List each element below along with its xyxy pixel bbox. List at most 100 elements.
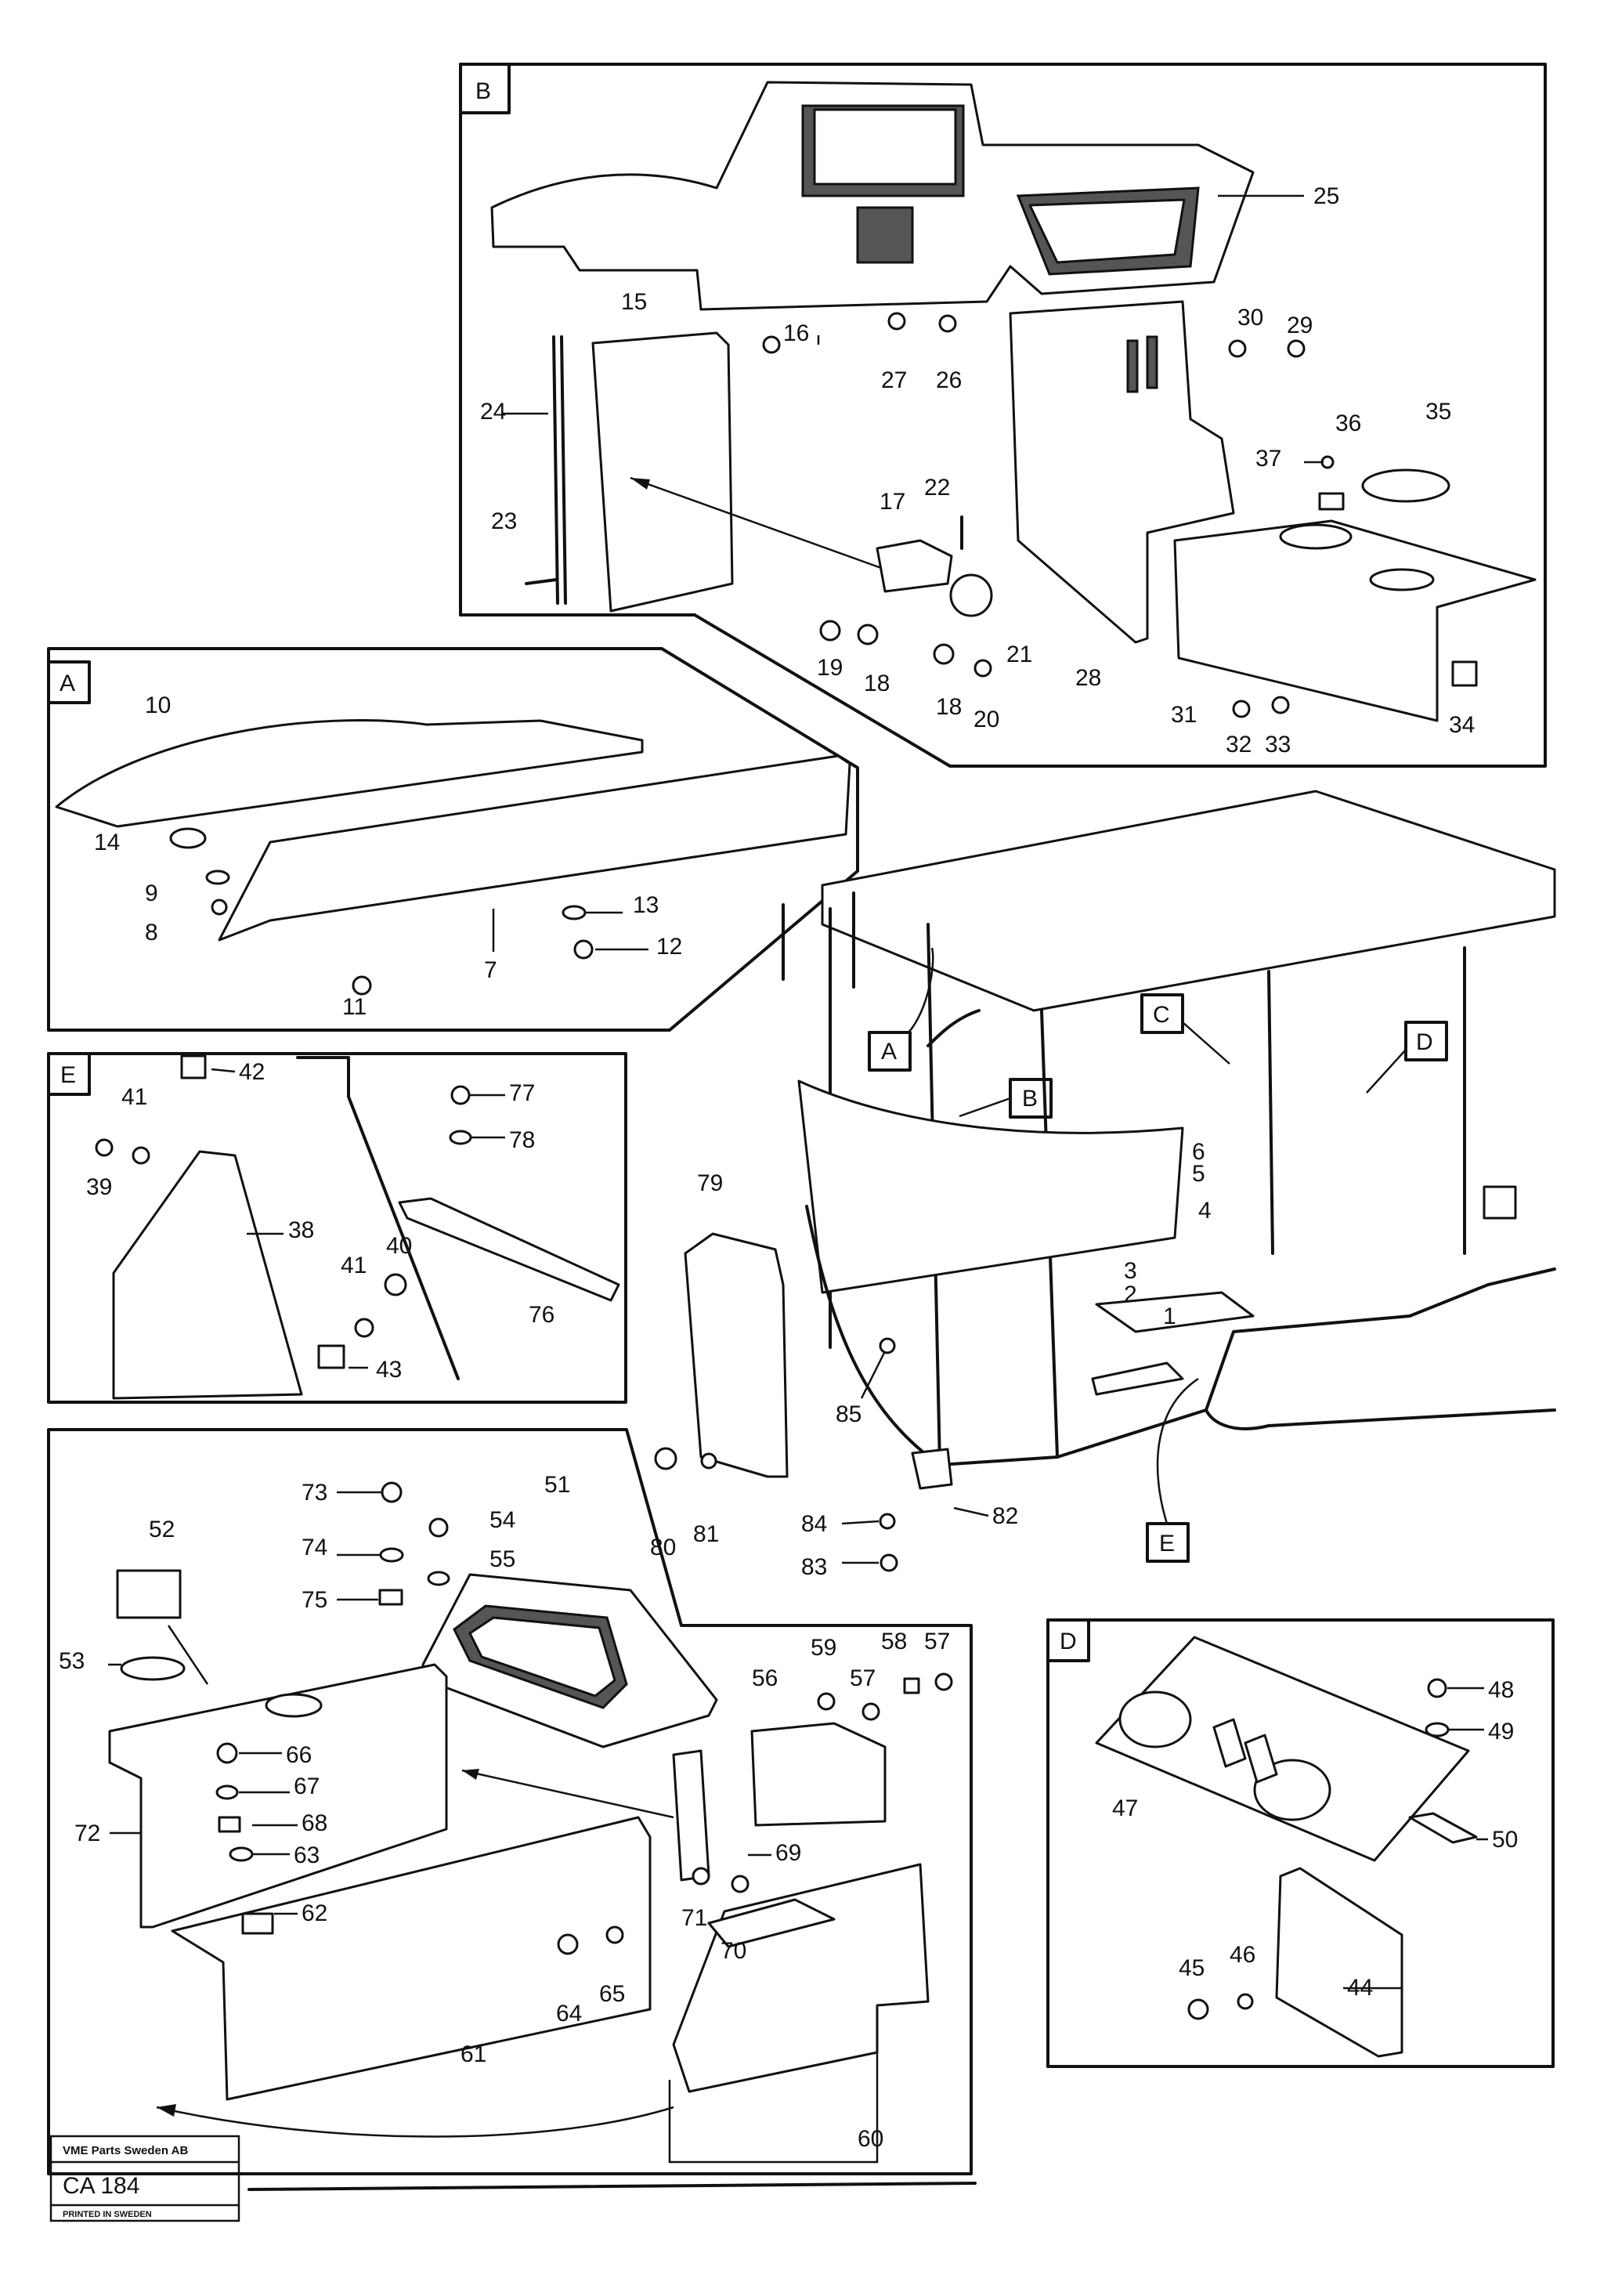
callout-c: C [1153, 1002, 1170, 1028]
panel-72-hole [265, 1693, 323, 1718]
part-label: 78 [509, 1127, 535, 1153]
detail-d-frame [1046, 1618, 1555, 2068]
part-label: 18 [936, 694, 962, 720]
bracket-56 [750, 1722, 887, 1827]
bracket-44 [1275, 1867, 1403, 2058]
fasteners-a [205, 870, 594, 996]
part-label: 10 [145, 692, 171, 718]
detail-e-box [47, 1052, 91, 1096]
pin-23 [525, 578, 558, 585]
part-label: 21 [1006, 642, 1032, 667]
fasteners-d [1187, 1678, 1450, 2020]
part-label: 42 [239, 1059, 265, 1085]
callout-a: A [881, 1039, 897, 1065]
detail-d-letter: D [1060, 1629, 1077, 1654]
part-label: 46 [1230, 1942, 1255, 1968]
part-label: 8 [145, 920, 158, 946]
arrow-line-69 [461, 1769, 674, 1819]
strip-76 [398, 1197, 620, 1302]
panel-47 [1095, 1636, 1470, 1862]
part-label: 43 [376, 1357, 402, 1383]
part-label: 31 [1171, 702, 1197, 728]
part-label: 57 [850, 1665, 876, 1691]
part-label: 64 [556, 2001, 582, 2027]
part-label: 27 [881, 367, 907, 393]
part-label: 51 [544, 1472, 570, 1498]
arrow-line-52 [167, 1625, 209, 1685]
part-label: 12 [656, 934, 682, 960]
part-label: 71 [681, 1905, 707, 1931]
part-label: 41 [121, 1084, 147, 1110]
ring-35 [1361, 468, 1450, 503]
part-label: 24 [480, 399, 506, 425]
part-label: 45 [1179, 1955, 1205, 1981]
part-label: 39 [86, 1174, 112, 1200]
part-label: 18 [864, 671, 890, 696]
part-label: 50 [1492, 1827, 1518, 1853]
panel-72 [108, 1663, 448, 1929]
part-label: 57 [924, 1629, 950, 1654]
arrow-line-61 [156, 2106, 674, 2138]
part-label: 33 [1265, 732, 1291, 757]
part-label: 69 [775, 1840, 801, 1866]
cover-79 [684, 1232, 789, 1478]
part-label: 63 [294, 1842, 320, 1868]
part-label: 7 [484, 957, 497, 983]
cab-main [782, 790, 1556, 1466]
rail-7 [218, 754, 851, 942]
fasteners-b [762, 312, 1335, 718]
part-label: 14 [94, 830, 120, 855]
part-label: 73 [302, 1480, 327, 1506]
part-label: 48 [1488, 1677, 1514, 1703]
detail-d-box [1046, 1618, 1090, 1662]
part-label: 56 [752, 1665, 778, 1691]
part-label: 70 [721, 1938, 746, 1964]
lower-frame [47, 1428, 973, 2175]
part-label: 67 [294, 1774, 320, 1799]
part-label: 61 [461, 2041, 486, 2067]
part-label: 34 [1449, 712, 1475, 738]
part-label: 83 [801, 1554, 827, 1580]
part-label: 30 [1237, 305, 1263, 331]
stamp-code: CA 184 [63, 2173, 139, 2199]
ring-53 [120, 1656, 186, 1681]
side-panel-28 [1009, 300, 1235, 644]
part-label: 35 [1425, 399, 1451, 425]
bracket-38 [112, 1150, 303, 1400]
fasteners-main [654, 1337, 953, 1572]
detail-b-box [459, 63, 511, 114]
part-label: 40 [386, 1233, 412, 1259]
detail-a-box [47, 660, 91, 704]
part-label: 23 [491, 508, 517, 534]
bracket-69 [672, 1749, 710, 1882]
part-label: 85 [836, 1401, 861, 1427]
cup-52 [116, 1569, 182, 1619]
part-label: 22 [924, 475, 950, 501]
part-label: 11 [342, 994, 367, 1020]
part-label: 77 [509, 1080, 535, 1106]
part-label: 60 [858, 2126, 883, 2152]
part-label: 82 [992, 1503, 1018, 1529]
part-label: 54 [489, 1507, 515, 1533]
console-31 [1173, 519, 1537, 722]
part-label: 47 [1112, 1795, 1138, 1821]
part-label: 55 [489, 1546, 515, 1572]
part-label: 19 [817, 655, 843, 681]
part-label: 32 [1226, 732, 1252, 757]
part-label: 81 [693, 1521, 719, 1547]
labels-view-e: 38 39 40 41 41 42 43 76 77 78 [86, 1059, 554, 1383]
fasteners-e [95, 1054, 472, 1369]
part-label: 53 [59, 1648, 85, 1674]
strip-50 [1408, 1812, 1478, 1844]
part-label: 2 [1124, 1282, 1137, 1307]
part-label: 6 [1192, 1139, 1205, 1165]
labels-view-b: 15 16 17 18 18 19 20 21 22 23 24 25 26 2… [480, 183, 1475, 757]
labels-main: 1 2 3 4 5 6 79 80 81 82 83 84 85 [650, 1139, 1212, 1580]
detail-e-letter: E [60, 1062, 76, 1088]
publisher-stamp: VME Parts Sweden AB CA 184 PRINTED IN SW… [49, 2135, 977, 2222]
part-label: 49 [1488, 1719, 1514, 1745]
part-label: 38 [288, 1217, 314, 1243]
fasteners-lower [215, 1481, 953, 1955]
part-label: 13 [633, 892, 659, 918]
arrow-head-69 [462, 1769, 479, 1780]
